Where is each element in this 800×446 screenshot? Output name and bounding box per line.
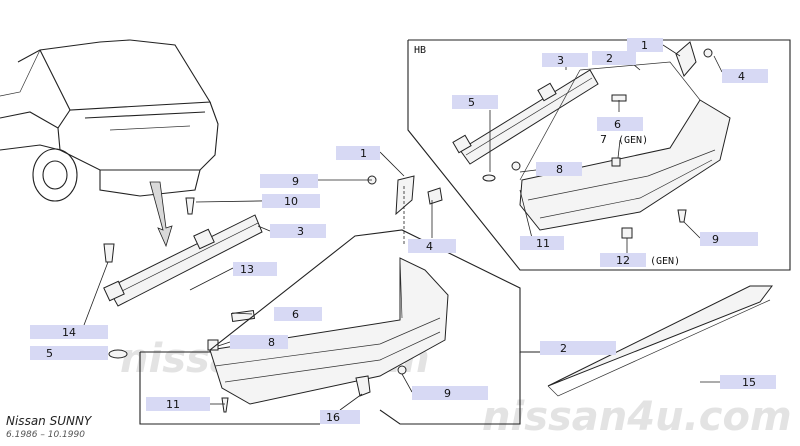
car-rear-illustration (0, 39, 219, 202)
callout-number: 13 (240, 263, 254, 276)
callout-number: 12 (616, 254, 630, 267)
assembly-frame (139, 352, 320, 425)
side-bracket (395, 175, 415, 216)
hb-nut (703, 48, 713, 58)
pad (230, 309, 256, 323)
main-callouts: 9 10 3 1 4 13 6 14 5 8 2 11 9 16 15 (30, 146, 776, 424)
main-bumper-fascia (209, 257, 449, 405)
callout-number: 9 (712, 233, 719, 246)
callout-number: 5 (46, 347, 53, 360)
footer-years: 6.1986 – 10.1990 (6, 430, 85, 440)
bracket (355, 375, 371, 397)
watermark: nissan4u.com (482, 394, 792, 440)
callout-number: 10 (284, 195, 298, 208)
callout-number: 14 (62, 326, 76, 339)
callout-number: 4 (738, 70, 745, 83)
callout-number: 7 (600, 133, 607, 146)
callout-number: 16 (326, 411, 340, 424)
callout-number: 8 (268, 336, 275, 349)
callout-number: 6 (292, 308, 299, 321)
assembly-frame (140, 229, 540, 353)
callout-number: 1 (641, 39, 648, 52)
callout-number: 3 (297, 225, 304, 238)
callout-number: 11 (166, 398, 180, 411)
callout-number: 2 (560, 342, 567, 355)
hb-reinforcement (452, 69, 599, 165)
hb-clip (611, 157, 621, 167)
callout-number: 8 (556, 163, 563, 176)
molding-strip (547, 285, 773, 387)
gen-note: (GEN) (618, 135, 648, 146)
stud (185, 197, 195, 215)
hb-spacer (482, 174, 496, 182)
hb-retainer (511, 161, 521, 171)
callout-number: 11 (536, 237, 550, 250)
callout-number: 1 (360, 147, 367, 160)
hb-label: HB (414, 45, 426, 56)
hb-cap (621, 227, 633, 239)
callout-number: 15 (742, 376, 756, 389)
callout-number: 2 (606, 52, 613, 65)
screw (221, 397, 229, 413)
main-leaders (83, 151, 720, 411)
gen-note: (GEN) (650, 256, 680, 267)
main-reinforcement (103, 214, 263, 307)
arrow-indicator (149, 181, 173, 248)
callout-number: 5 (468, 96, 475, 109)
callout-number: 9 (444, 387, 451, 400)
assembly-frame (379, 352, 521, 425)
hb-bumper-fascia (519, 61, 731, 231)
spacer (108, 349, 128, 359)
retainer (207, 339, 219, 351)
hb-bolt (677, 209, 687, 223)
callout-number: 3 (557, 54, 564, 67)
bolt (397, 365, 407, 375)
callout-number: 6 (614, 118, 621, 131)
footer-model: Nissan SUNNY (6, 414, 92, 428)
hb-variant-frame (407, 39, 791, 271)
side-bolt (103, 243, 115, 263)
callout-number: 4 (426, 240, 433, 253)
nut (427, 187, 443, 205)
callout-number: 9 (292, 175, 299, 188)
hb-side-bracket (675, 41, 697, 77)
hb-callouts: 1 3 2 4 5 6 7 (GEN) 8 11 9 12 (GEN) (452, 38, 768, 267)
